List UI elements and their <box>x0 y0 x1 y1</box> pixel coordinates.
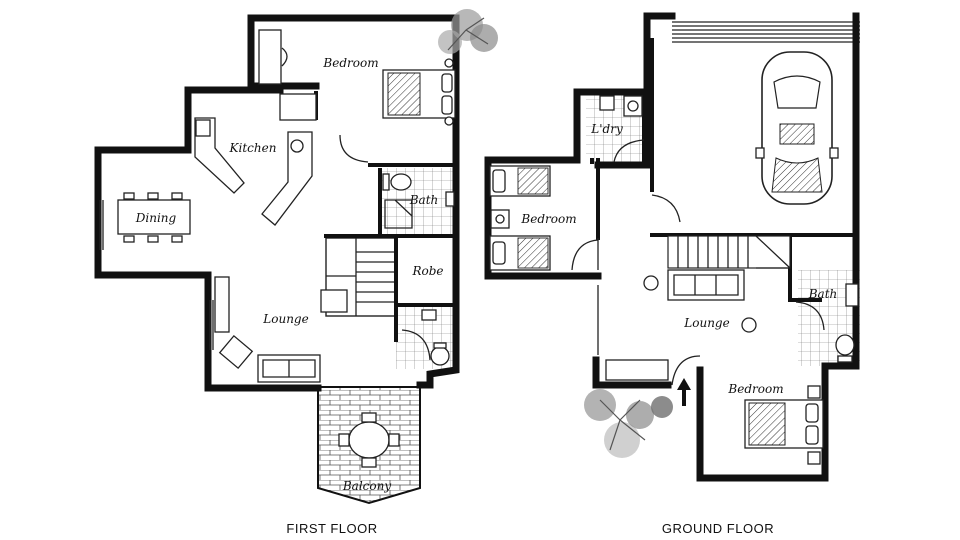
entry-arrow-icon <box>677 378 691 406</box>
ground-bedroom-right-label: Bedroom <box>727 382 783 396</box>
ground-bath-label: Bath <box>808 287 838 301</box>
toilet-icon <box>835 334 855 363</box>
robe-label: Robe <box>411 264 443 278</box>
sofa-icon <box>257 354 321 383</box>
tree-icon <box>584 389 673 458</box>
stairs-ground <box>667 235 791 269</box>
ground-bedroom-left-label: Bedroom <box>520 212 576 226</box>
toilet-icon <box>382 173 412 191</box>
sofa-icon <box>667 269 745 301</box>
first-lounge-label: Lounge <box>262 312 308 326</box>
bedroom-label: Bedroom <box>322 56 378 70</box>
first-floor-plan: Bedroom Kitchen Dining Bath Robe Lounge … <box>94 9 498 536</box>
bed-icon <box>489 165 551 271</box>
dining-table-icon <box>338 412 400 468</box>
balcony-area <box>317 386 421 505</box>
laundry-label: L'dry <box>590 122 623 136</box>
first-floor-title: FIRST FLOOR <box>286 521 377 536</box>
ground-lounge-label: Lounge <box>683 316 729 330</box>
balcony-label: Balcony <box>342 479 391 493</box>
ground-floor-title: GROUND FLOOR <box>662 521 774 536</box>
ground-floor-plan: L'dry Bedroom Lounge Bath Bedroom GROUND… <box>484 12 860 536</box>
bed-icon <box>744 385 824 465</box>
dining-label: Dining <box>135 211 177 225</box>
kitchen-label: Kitchen <box>229 141 277 155</box>
desk-icon <box>258 29 288 85</box>
car-icon <box>755 51 839 205</box>
kitchen-counter <box>194 93 317 226</box>
tree-icon <box>438 9 498 54</box>
dining-table-icon <box>117 192 191 243</box>
first-bath-label: Bath <box>409 193 439 207</box>
bed-icon <box>382 58 456 126</box>
toilet-icon <box>430 342 450 366</box>
